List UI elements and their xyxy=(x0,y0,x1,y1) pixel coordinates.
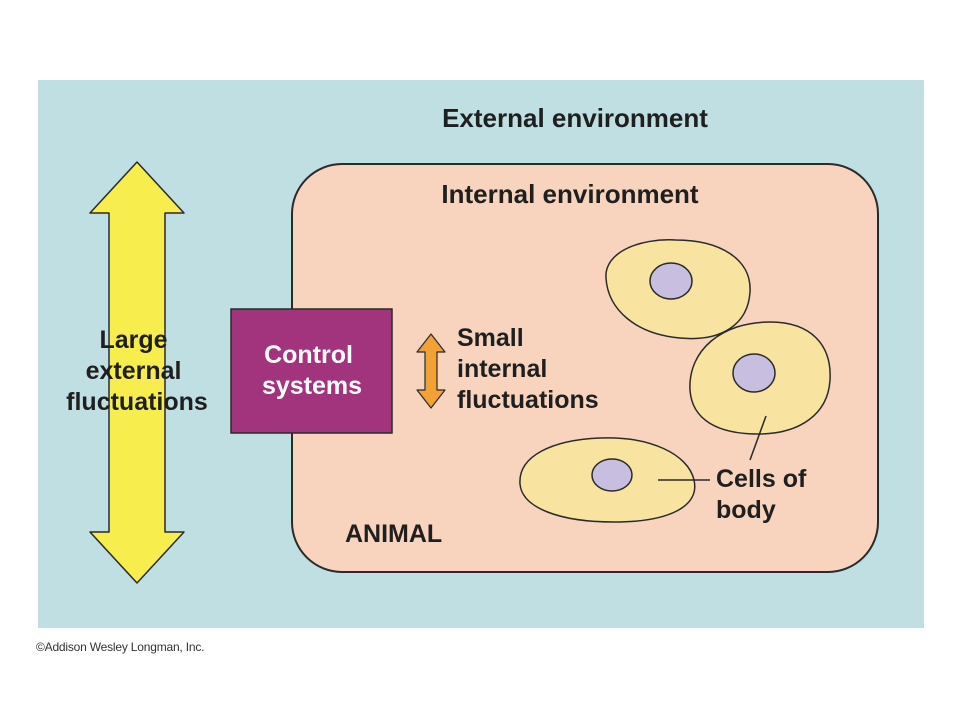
small-internal-fluctuations-line-2: internal xyxy=(457,355,547,383)
cell-nucleus-middle xyxy=(732,353,776,393)
cells-of-body-line-2: body xyxy=(716,496,776,524)
small-internal-fluctuations-line-3: fluctuations xyxy=(457,386,599,414)
large-external-fluctuations-arrow xyxy=(89,161,185,584)
large-external-fluctuations-label: Large external fluctuations xyxy=(66,326,208,416)
external-environment-label: External environment xyxy=(442,103,708,133)
small-internal-fluctuations-line-1: Small xyxy=(457,324,524,352)
cell-nucleus-bottom xyxy=(591,458,633,492)
large-external-fluctuations-line-3: fluctuations xyxy=(66,388,208,416)
cell-nucleus-top xyxy=(649,262,693,300)
cells-of-body-label: Cells of body xyxy=(716,465,813,524)
control-systems-line-1: Control xyxy=(264,341,353,369)
large-external-fluctuations-line-1: Large xyxy=(99,326,167,354)
small-internal-fluctuations-label: Small internal fluctuations xyxy=(457,324,599,414)
control-systems-label: Control systems xyxy=(262,341,362,400)
small-internal-fluctuations-arrow xyxy=(416,333,446,409)
cells-label-leader-middle xyxy=(749,415,767,461)
large-external-fluctuations-line-2: external xyxy=(86,357,182,385)
control-systems-box xyxy=(230,308,393,434)
cells-of-body-line-1: Cells of xyxy=(716,465,807,493)
control-systems-line-2: systems xyxy=(262,372,362,400)
internal-environment-label: Internal environment xyxy=(441,179,698,209)
animal-label: ANIMAL xyxy=(345,520,442,548)
copyright-notice: ©Addison Wesley Longman, Inc. xyxy=(36,640,205,654)
